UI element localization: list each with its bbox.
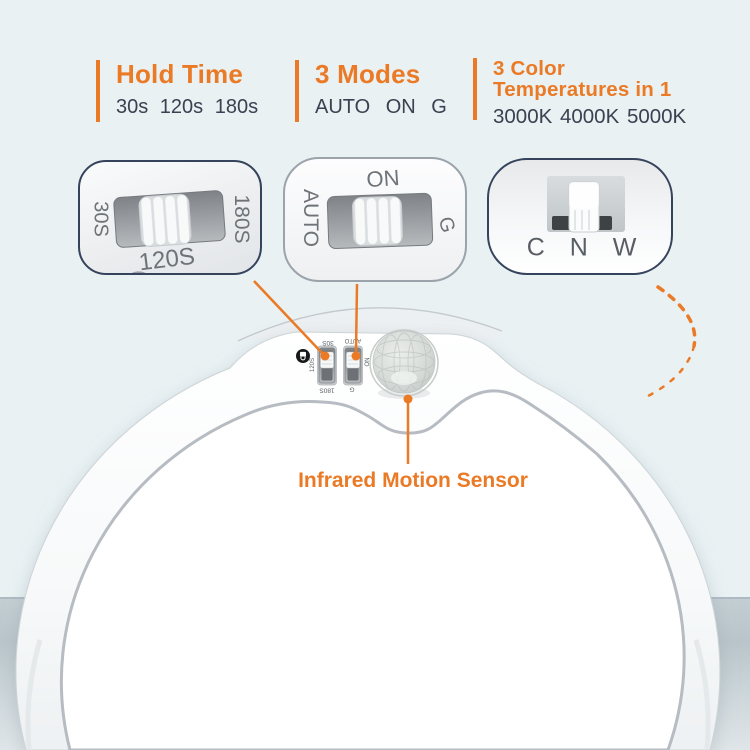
callout-label-120s: 120S bbox=[137, 242, 197, 275]
cct-title-line1: 3 Color bbox=[493, 57, 566, 80]
pointer-dot-modes bbox=[351, 351, 361, 361]
dashed-connector bbox=[656, 285, 697, 348]
infrared-sensor-label: Infrared Motion Sensor bbox=[298, 469, 528, 492]
mini-label-30s: 30S bbox=[322, 339, 334, 346]
modes-values: AUTO ON G bbox=[315, 96, 447, 118]
sensor-edge-peek bbox=[123, 271, 154, 273]
sensor-seam bbox=[369, 329, 439, 397]
cct-switch-callout: C N W bbox=[487, 158, 673, 275]
mode-switch-callout: ON AUTO G bbox=[283, 157, 467, 282]
motion-sensor-dome bbox=[372, 330, 436, 394]
sensor-highlight bbox=[391, 371, 417, 385]
mini-label-180s: 180S bbox=[319, 387, 335, 394]
slide-switch-knob[interactable] bbox=[568, 181, 600, 233]
mini-label-120s: 120S bbox=[310, 358, 316, 372]
mini-label-on: ON bbox=[365, 358, 371, 367]
feature-hold-time: Hold Time 30s 120s 180s bbox=[96, 60, 258, 122]
dashed-connector-tail bbox=[640, 344, 696, 401]
feature-modes: 3 Modes AUTO ON G bbox=[295, 60, 447, 122]
feature-color-temperature: 3 Color Temperatures in 1 3000K 4000K 50… bbox=[473, 57, 686, 128]
cct-switch-art bbox=[547, 176, 625, 233]
pointer-dot-hold-time bbox=[320, 351, 330, 361]
cct-title-line2: Temperatures in 1 bbox=[493, 78, 672, 101]
annotations bbox=[253, 280, 697, 464]
pointer-line-hold-time bbox=[253, 280, 323, 354]
mini-label-g: G bbox=[349, 386, 354, 393]
callout-label-on: ON bbox=[365, 164, 401, 193]
modes-title: 3 Modes bbox=[315, 59, 421, 89]
callout-label-180s: 180S bbox=[230, 194, 253, 244]
mode-switch-art bbox=[326, 192, 434, 249]
callout-label-30s: 30S bbox=[89, 201, 112, 237]
lock-icon bbox=[296, 349, 310, 363]
hold-time-values: 30s 120s 180s bbox=[116, 96, 259, 118]
cct-values: 3000K 4000K 5000K bbox=[493, 105, 687, 128]
hold-time-title: Hold Time bbox=[116, 59, 244, 89]
slide-switch-knob[interactable] bbox=[138, 193, 192, 247]
hold-time-switch-art bbox=[113, 190, 226, 273]
callout-label-cnw: C N W bbox=[526, 233, 646, 262]
lamp-inner-diffuser bbox=[59, 389, 686, 750]
callout-label-auto: AUTO bbox=[299, 189, 322, 247]
hold-time-callout: 30S 180S 120S bbox=[78, 160, 262, 275]
ceiling-lamp: 30S 120S 180S AUTO ON G bbox=[15, 307, 721, 750]
slide-switch-knob[interactable] bbox=[351, 195, 404, 247]
lamp-outer-rim-line bbox=[237, 307, 503, 342]
mini-label-auto: AUTO bbox=[344, 337, 361, 343]
pointer-line-modes bbox=[354, 283, 359, 353]
mode-mini-switch[interactable] bbox=[343, 345, 363, 386]
sensor-pointer-dot bbox=[403, 394, 413, 404]
